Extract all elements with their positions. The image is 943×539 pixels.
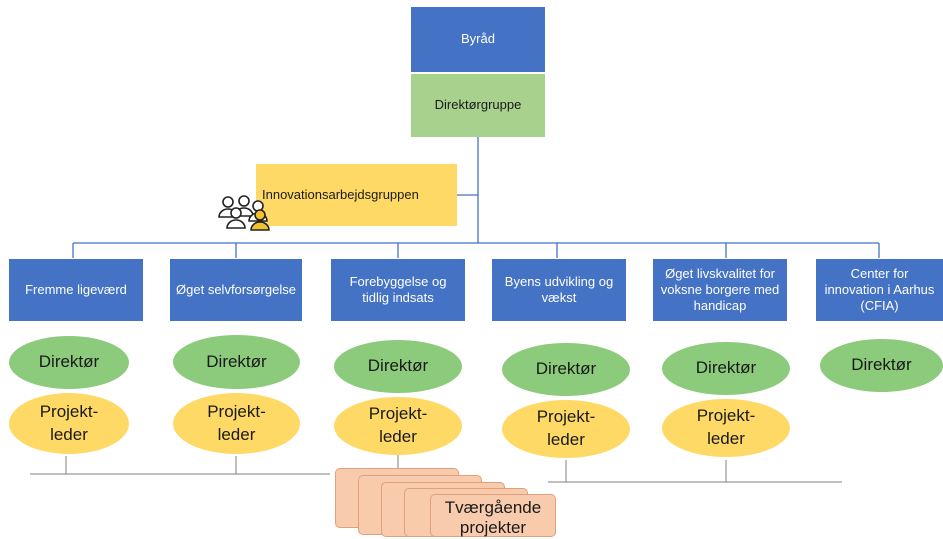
- direktor-ellipse-6: Direktør: [820, 339, 943, 392]
- projektleder-label-4: Projekt- leder: [536, 407, 596, 449]
- direktor-label-6: Direktør: [851, 355, 912, 375]
- direktor-ellipse-2: Direktør: [173, 335, 300, 389]
- direktorgruppe-box: Direktørgruppe: [411, 74, 545, 137]
- area-title-4: Byens udvikling og vækst: [504, 273, 614, 305]
- area-title-6: Center for innovation i Aarhus (CFIA): [824, 265, 935, 314]
- projektleder-label-3: Projekt- leder: [368, 404, 428, 446]
- direktor-label-4: Direktør: [535, 359, 597, 379]
- direktor-label-5: Direktør: [695, 358, 757, 378]
- direktorgruppe-label: Direktørgruppe: [434, 97, 522, 113]
- project-card-front: Tværgående projekter: [430, 494, 556, 537]
- direktor-label-1: Direktør: [38, 352, 100, 372]
- projektleder-label-1: Projekt- leder: [39, 401, 99, 444]
- project-card-label: Tværgående projekter: [444, 498, 542, 538]
- direktor-label-3: Direktør: [367, 356, 429, 376]
- area-box-4: Byens udvikling og vækst: [492, 259, 626, 321]
- direktor-ellipse-3: Direktør: [334, 340, 462, 393]
- byrad-label: Byråd: [461, 31, 495, 47]
- direktor-label-2: Direktør: [206, 351, 267, 371]
- projektleder-ellipse-1: Projekt- leder: [9, 393, 129, 454]
- projektleder-label-2: Projekt- leder: [207, 401, 266, 444]
- projektleder-ellipse-5: Projekt- leder: [662, 399, 790, 457]
- projektleder-ellipse-2: Projekt- leder: [173, 393, 300, 454]
- area-title-3: Forebyggelse og tidlig indsats: [349, 273, 447, 305]
- direktor-ellipse-4: Direktør: [502, 343, 630, 396]
- direktor-ellipse-1: Direktør: [9, 336, 129, 389]
- direktor-ellipse-5: Direktør: [662, 342, 790, 395]
- projektleder-ellipse-4: Projekt- leder: [502, 400, 630, 458]
- area-title-1: Fremme ligeværd: [25, 281, 127, 297]
- area-box-6: Center for innovation i Aarhus (CFIA): [816, 259, 943, 321]
- projektleder-ellipse-3: Projekt- leder: [334, 397, 462, 455]
- projektleder-label-5: Projekt- leder: [696, 406, 756, 448]
- innovation-label: Innovationsarbejdsgruppen: [262, 186, 419, 202]
- area-title-2: Øget selvforsørgelse: [176, 281, 296, 297]
- innovation-box: Innovationsarbejdsgruppen: [256, 164, 457, 226]
- people-group-icon: [218, 195, 270, 231]
- area-box-5: Øget livskvalitet for voksne borgere med…: [653, 259, 787, 321]
- area-box-2: Øget selvforsørgelse: [170, 259, 302, 321]
- byrad-box: Byråd: [411, 7, 545, 72]
- area-box-3: Forebyggelse og tidlig indsats: [331, 259, 465, 321]
- area-box-1: Fremme ligeværd: [9, 259, 143, 321]
- area-title-5: Øget livskvalitet for voksne borgere med…: [660, 265, 780, 314]
